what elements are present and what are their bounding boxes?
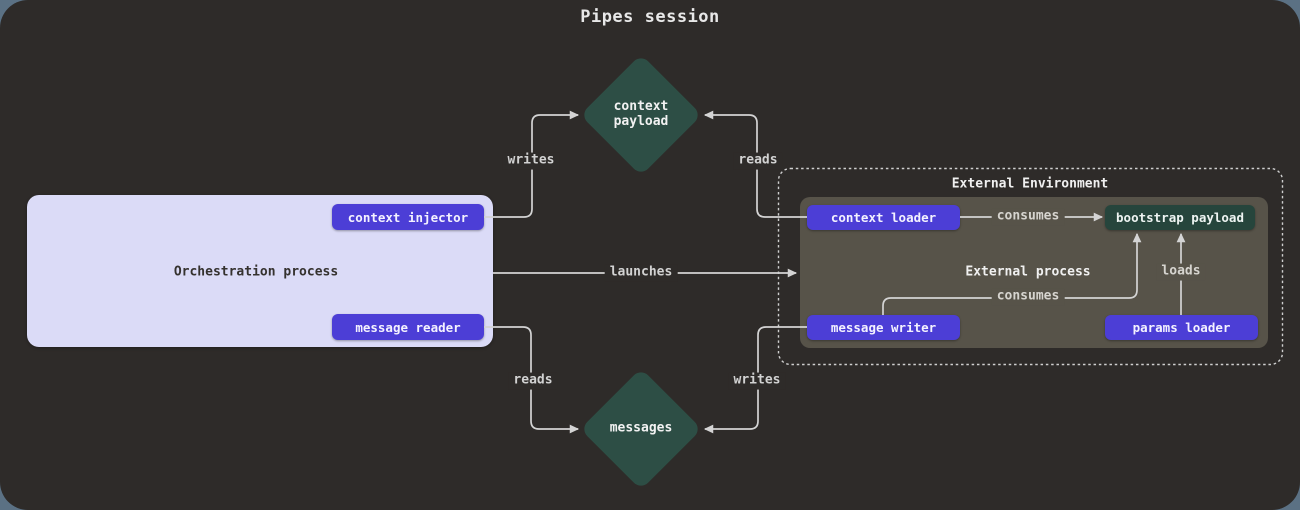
edge-label-consumes-bottom: consumes [991,288,1065,306]
context-payload-label: context payload [613,99,669,129]
edge-label-loads: loads [1156,263,1206,281]
message-writer-node: message writer [807,315,960,340]
external-environment-label: External Environment [951,176,1109,192]
bootstrap-payload-node: bootstrap payload [1105,205,1255,230]
edge-label-writes-top: writes [502,152,560,170]
message-reader-node: message reader [332,314,484,340]
edge-label-reads-top: reads [733,152,783,170]
edge-label-reads-bottom: reads [508,372,558,390]
edge-label-consumes-top: consumes [991,208,1065,226]
context-injector-node: context injector [332,204,484,230]
edge-label-writes-bottom: writes [728,372,786,390]
messages-label: messages [609,420,673,436]
params-loader-node: params loader [1105,315,1258,340]
edge-label-launches: launches [604,264,678,282]
diagram-title: Pipes session [580,7,720,27]
context-loader-node: context loader [807,205,960,230]
orchestration-process-label: Orchestration process [173,264,339,280]
external-process-label: External process [965,264,1091,280]
